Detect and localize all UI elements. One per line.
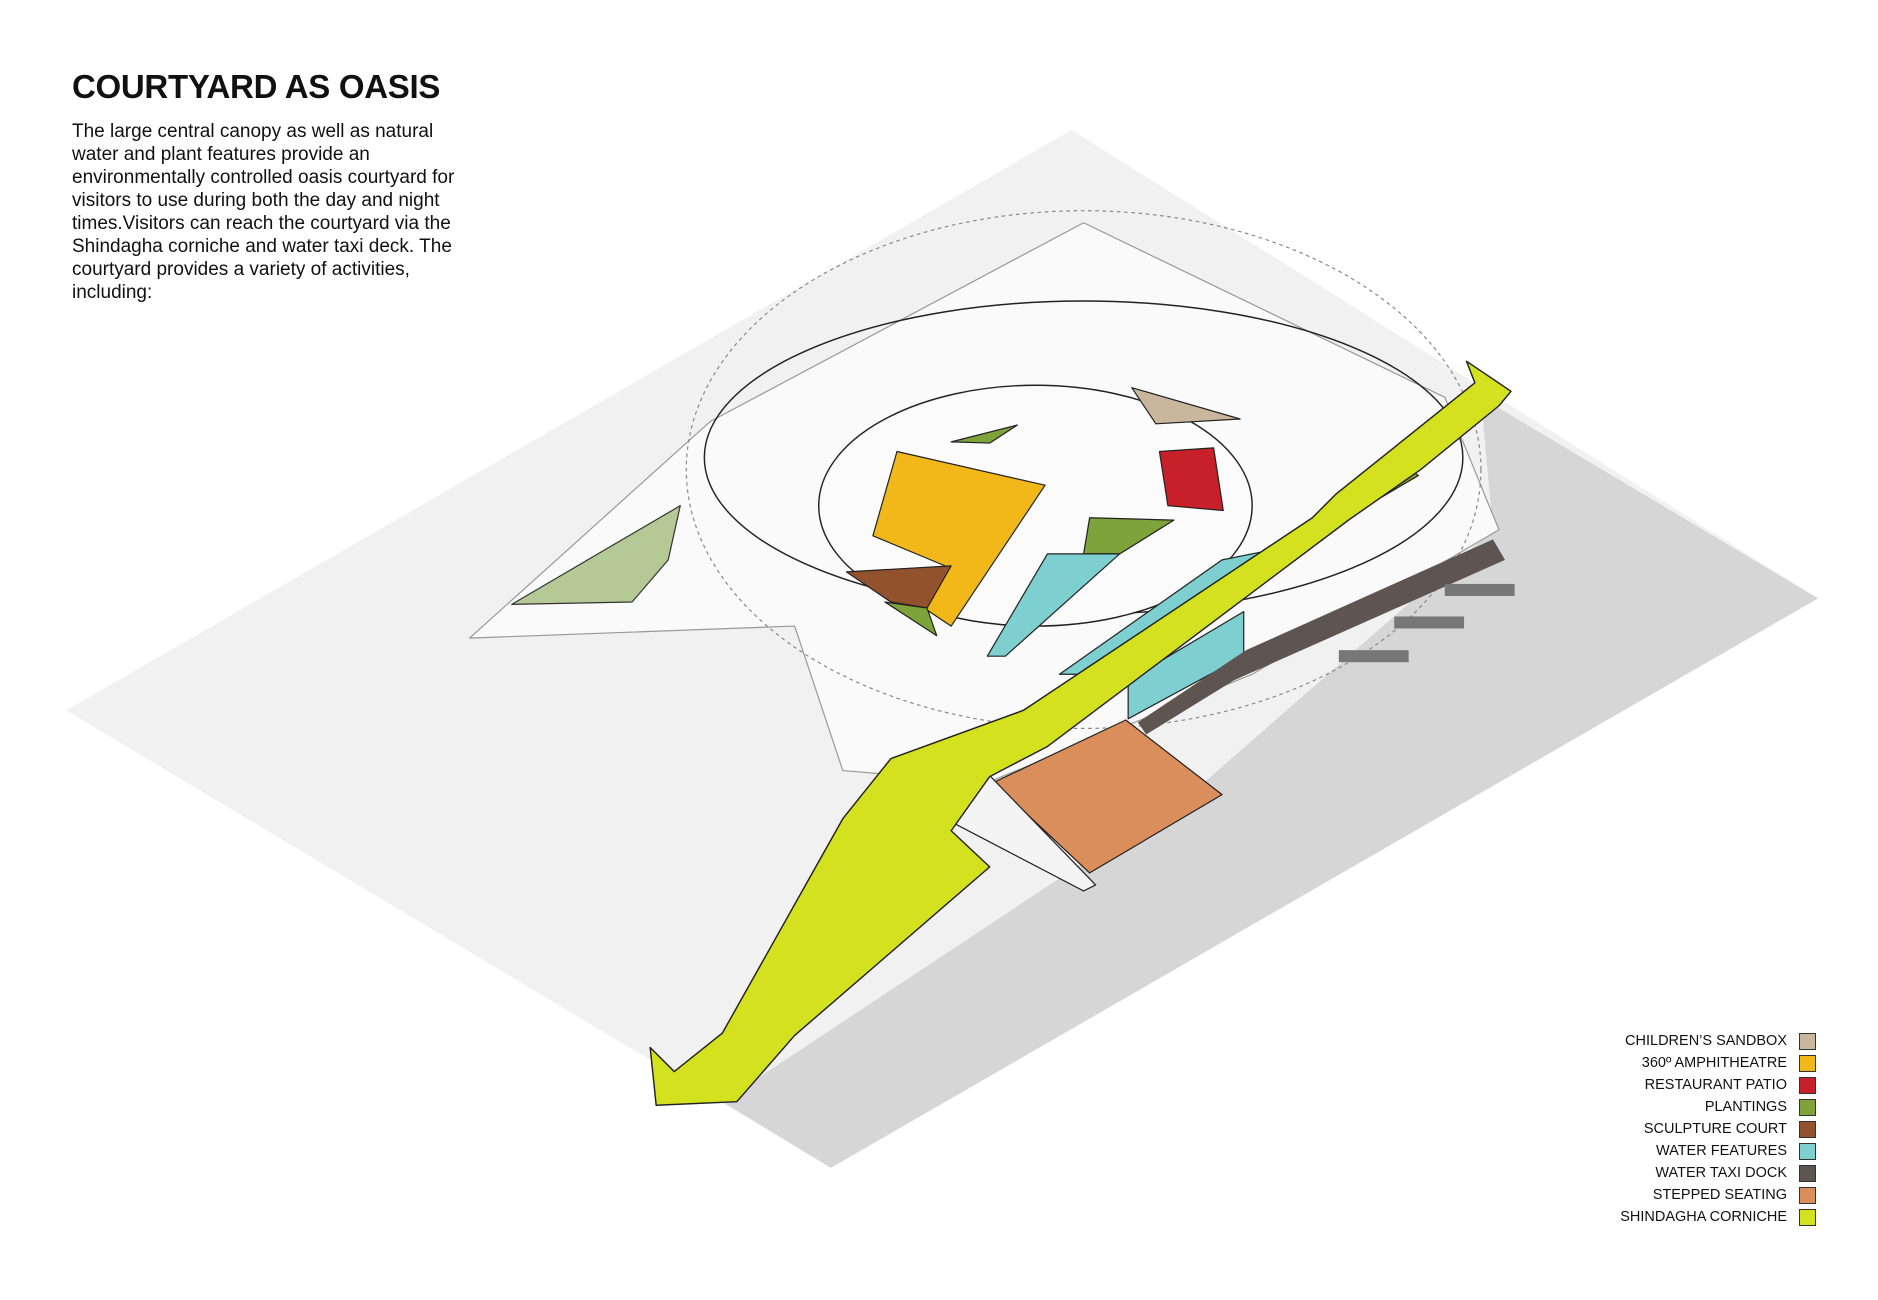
legend: CHILDREN’S SANDBOX 360º AMPHITHEATRE RES… bbox=[1620, 1030, 1816, 1228]
legend-item-water-features: WATER FEATURES bbox=[1620, 1140, 1816, 1162]
legend-swatch bbox=[1799, 1076, 1816, 1094]
planting-left bbox=[511, 505, 681, 606]
planting-small bbox=[884, 601, 938, 637]
page-title: COURTYARD AS OASIS bbox=[72, 68, 441, 105]
legend-swatch bbox=[1799, 1098, 1816, 1116]
legend-item-stepped-seating: STEPPED SEATING bbox=[1620, 1184, 1816, 1206]
legend-item-amphitheatre: 360º AMPHITHEATRE bbox=[1620, 1052, 1816, 1074]
legend-swatch bbox=[1799, 1142, 1816, 1160]
description-text: The large central canopy as well as natu… bbox=[72, 121, 455, 303]
legend-swatch bbox=[1799, 1208, 1816, 1226]
legend-item-shindagha-corniche: SHINDAGHA CORNICHE bbox=[1620, 1206, 1816, 1228]
legend-item-plantings: PLANTINGS bbox=[1620, 1096, 1816, 1118]
legend-item-sculpture-court: SCULPTURE COURT bbox=[1620, 1118, 1816, 1140]
legend-swatch bbox=[1799, 1120, 1816, 1138]
legend-swatch bbox=[1799, 1186, 1816, 1204]
legend-label: RESTAURANT PATIO bbox=[1644, 1077, 1787, 1093]
legend-item-childrens-sandbox: CHILDREN’S SANDBOX bbox=[1620, 1030, 1816, 1052]
legend-label: SHINDAGHA CORNICHE bbox=[1620, 1209, 1787, 1225]
legend-label: CHILDREN’S SANDBOX bbox=[1625, 1033, 1787, 1049]
shindagha-corniche bbox=[649, 360, 1512, 1106]
planting-top bbox=[950, 424, 1018, 444]
legend-swatch bbox=[1799, 1054, 1816, 1072]
legend-label: WATER FEATURES bbox=[1655, 1143, 1787, 1159]
children-sandbox bbox=[1131, 387, 1241, 425]
legend-item-water-taxi-dock: WATER TAXI DOCK bbox=[1620, 1162, 1816, 1184]
restaurant-patio bbox=[1158, 447, 1224, 512]
legend-label: PLANTINGS bbox=[1704, 1099, 1787, 1115]
legend-label: SCULPTURE COURT bbox=[1643, 1121, 1787, 1137]
legend-label: STEPPED SEATING bbox=[1652, 1187, 1787, 1203]
water-feature-1 bbox=[986, 553, 1121, 657]
stepped-seating bbox=[992, 719, 1223, 874]
legend-label: WATER TAXI DOCK bbox=[1655, 1165, 1787, 1181]
legend-swatch bbox=[1799, 1164, 1816, 1182]
boats bbox=[1338, 583, 1515, 663]
shadow-plane bbox=[722, 397, 1819, 1168]
legend-swatch bbox=[1799, 1032, 1816, 1050]
legend-item-restaurant-patio: RESTAURANT PATIO bbox=[1620, 1074, 1816, 1096]
canopy-outline bbox=[685, 210, 1482, 730]
water-taxi-dock bbox=[1137, 539, 1505, 735]
legend-label: 360º AMPHITHEATRE bbox=[1641, 1055, 1787, 1071]
